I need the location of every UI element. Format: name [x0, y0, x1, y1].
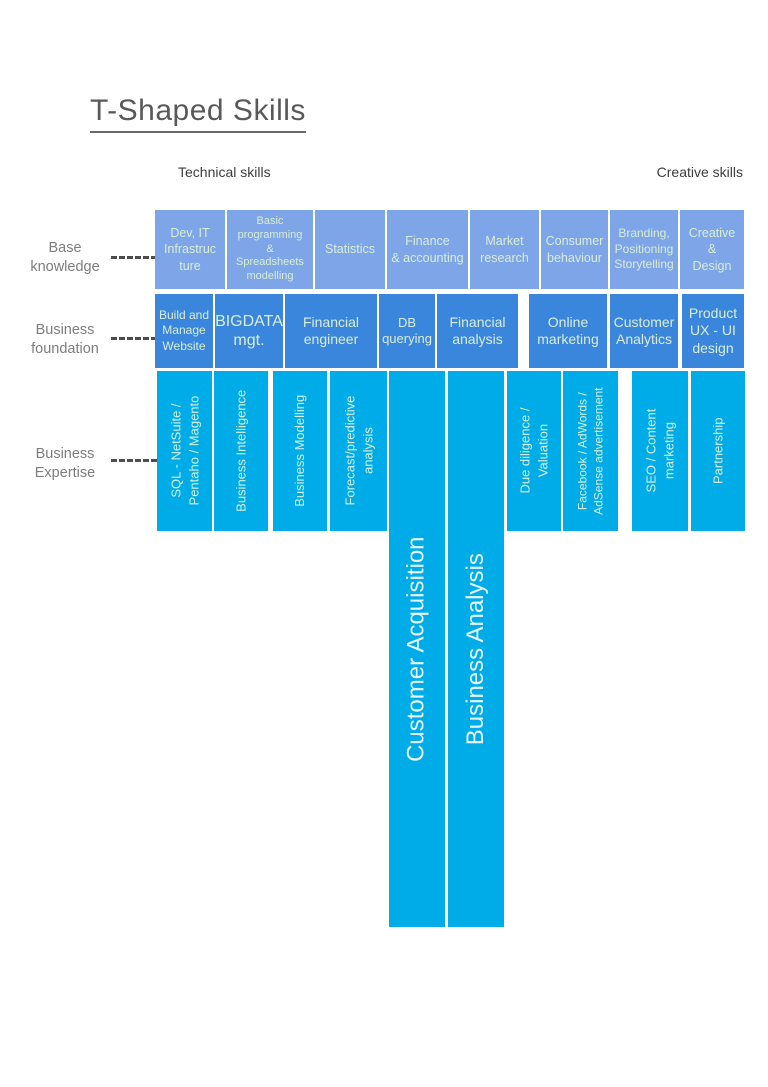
skill-box-product-ux-ui-design: Product UX - UI design — [682, 294, 744, 368]
skill-box-label: DB querying — [382, 314, 432, 346]
skill-box-facebook-adwords-adsense: Facebook / AdWords / AdSense advertiseme… — [563, 371, 618, 531]
skill-box-dev-it-infrastructure: Dev, IT Infrastruc ture — [155, 210, 225, 289]
skill-box-label: Business Analysis — [461, 552, 489, 746]
skill-box-label: Online marketing — [537, 313, 599, 348]
skill-box-label: BIGDATA mgt. — [215, 312, 283, 349]
skill-box-label: Build and Manage Website — [158, 307, 210, 353]
skill-box-label: Finance & accounting — [391, 234, 464, 265]
skill-box-bigdata-mgt: BIGDATA mgt. — [215, 294, 283, 368]
skill-box-label: Creative & Design — [688, 226, 736, 273]
skill-box-online-marketing: Online marketing — [529, 294, 607, 368]
skill-box-seo-content-marketing: SEO / Content marketing — [632, 371, 688, 531]
technical-skills-heading: Technical skills — [178, 164, 271, 180]
skill-box-label: Customer Acquisition — [402, 536, 430, 762]
skill-box-label: Forecast/predictive analysis — [341, 396, 375, 506]
skill-box-due-diligence-valuation: Due diligence / Valuation — [507, 371, 561, 531]
skill-box-market-research: Market research — [470, 210, 539, 289]
skill-box-label: Business Intelligence — [233, 389, 249, 513]
skill-box-label: Branding, Positioning Storytelling — [614, 226, 674, 272]
dashed-connector-base — [111, 256, 157, 259]
skill-box-label: Statistics — [324, 242, 375, 257]
skill-box-forecast-predictive-analysis: Forecast/predictive analysis — [330, 371, 387, 531]
skill-box-label: SQL - NetSuite / Pentaho / Magento — [167, 396, 201, 506]
row-label-business-foundation: Business foundation — [31, 322, 99, 357]
creative-skills-heading: Creative skills — [656, 164, 743, 180]
skill-box-business-intelligence: Business Intelligence — [214, 371, 268, 531]
skill-box-label: Financial analysis — [449, 313, 506, 348]
skill-box-label: Business Modelling — [292, 394, 308, 507]
skill-box-label: Dev, IT Infrastruc ture — [163, 226, 217, 273]
skill-box-label: Financial engineer — [302, 313, 360, 348]
skill-box-finance-accounting: Finance & accounting — [387, 210, 468, 289]
skill-box-build-manage-website: Build and Manage Website — [155, 294, 213, 368]
dashed-connector-expertise — [111, 459, 157, 462]
skill-box-label: Due diligence / Valuation — [517, 408, 550, 494]
skill-box-financial-engineer: Financial engineer — [285, 294, 377, 368]
skill-box-label: Product UX - UI design — [688, 304, 738, 356]
skill-box-label: Consumer behaviour — [545, 234, 604, 265]
skill-box-label: Customer Analytics — [613, 313, 675, 348]
skill-box-branding-positioning-storytelling: Branding, Positioning Storytelling — [610, 210, 678, 289]
skill-box-basic-programming-spreadsheets: Basic programming & Spreadsheets modelli… — [227, 210, 313, 289]
skill-box-creative-design: Creative & Design — [680, 210, 744, 289]
skill-column-business-analysis: Business Analysis — [448, 371, 504, 927]
skill-box-label: Market research — [480, 234, 529, 265]
skill-box-customer-analytics: Customer Analytics — [610, 294, 678, 368]
row-label-base-knowledge: Base knowledge — [30, 240, 100, 275]
skill-box-financial-analysis: Financial analysis — [437, 294, 518, 368]
row-label-business-expertise: Business Expertise — [34, 446, 96, 481]
page-title: T-Shaped Skills — [90, 94, 306, 133]
skill-box-label: Facebook / AdWords / AdSense advertiseme… — [575, 387, 606, 515]
skill-box-db-querying: DB querying — [379, 294, 435, 368]
skill-box-statistics: Statistics — [315, 210, 385, 289]
skill-box-label: Partnership — [710, 417, 726, 485]
skill-box-partnership: Partnership — [691, 371, 745, 531]
skill-box-consumer-behaviour: Consumer behaviour — [541, 210, 608, 289]
skill-box-business-modelling: Business Modelling — [273, 371, 327, 531]
skill-column-customer-acquisition: Customer Acquisition — [389, 371, 445, 927]
skill-box-label: SEO / Content marketing — [643, 409, 677, 493]
dashed-connector-foundation — [111, 337, 157, 340]
skill-box-label: Basic programming & Spreadsheets modelli… — [236, 215, 304, 283]
skill-box-sql-netsuite-pentaho-magento: SQL - NetSuite / Pentaho / Magento — [157, 371, 212, 531]
